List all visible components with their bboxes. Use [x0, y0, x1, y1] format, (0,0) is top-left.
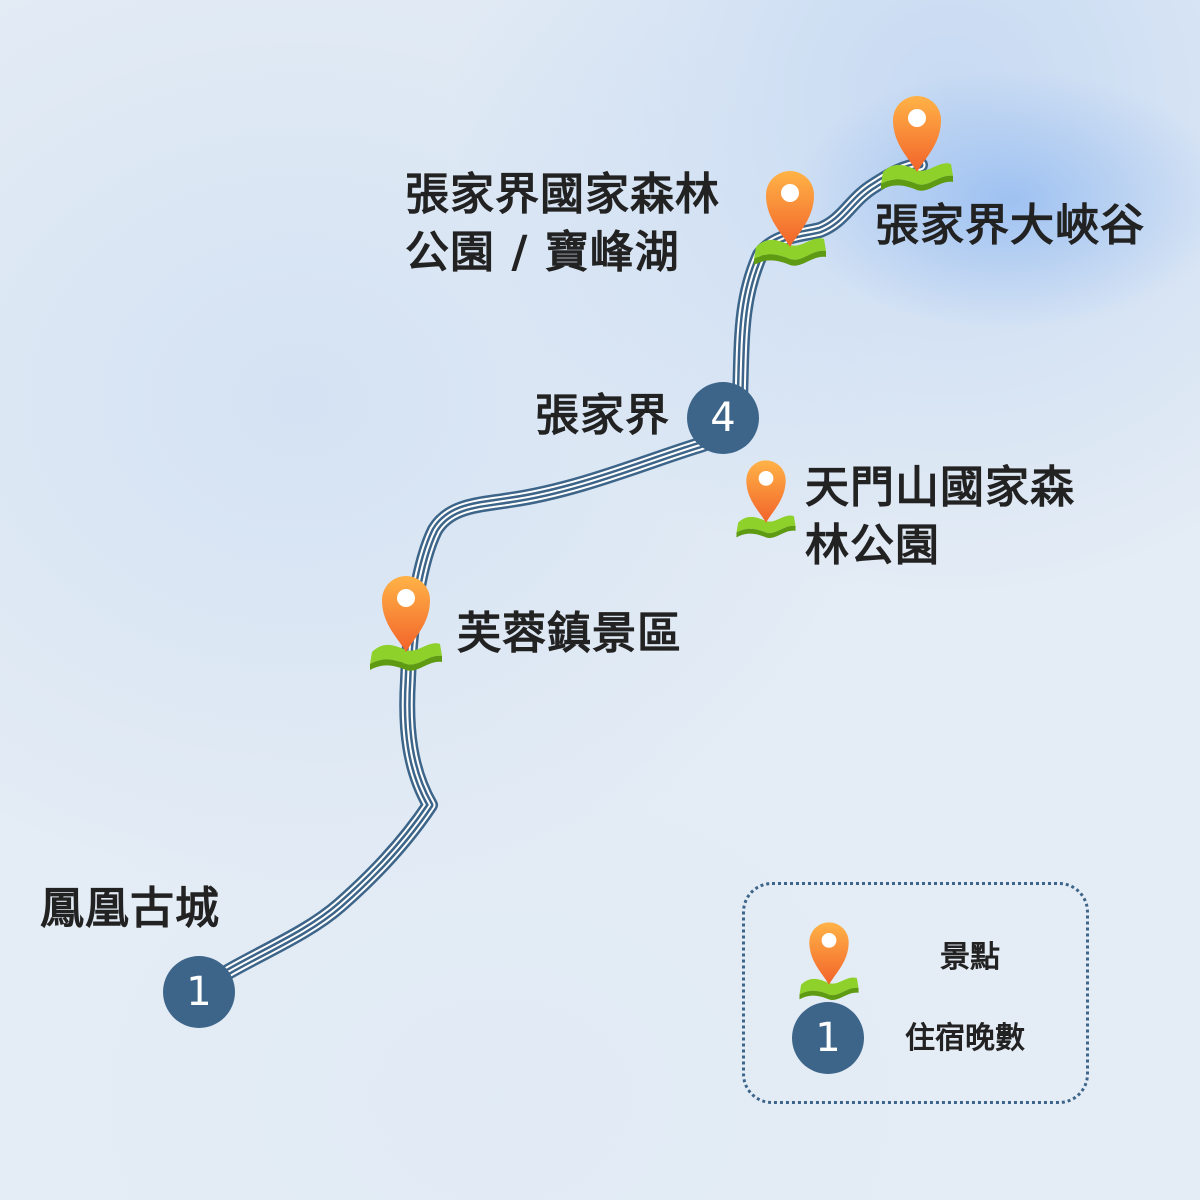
pin-icon-zjj-canyon[interactable]: [881, 96, 953, 191]
legend-nights-badge: 1: [792, 1002, 864, 1074]
stop-label-tianmen: 天門山國家森 林公園: [805, 459, 1075, 575]
stop-label-zjj-forest: 張家界國家森林 公園 / 寶峰湖: [405, 166, 720, 282]
legend-attraction-label: 景點: [940, 940, 1000, 975]
pin-icon-tianmen[interactable]: [736, 460, 796, 538]
stop-label-fenghuang: 鳳凰古城: [40, 883, 220, 934]
stop-label-line1: 天門山國家森: [805, 462, 1075, 513]
stop-label-furong: 芙蓉鎮景區: [457, 608, 682, 659]
stop-label-line1: 張家界國家森林: [405, 169, 720, 220]
pin-icon-furong[interactable]: [370, 576, 442, 671]
route-line: [200, 165, 920, 990]
stop-label-zjj-canyon: 張家界大峽谷: [875, 200, 1145, 251]
nights-badge-fenghuang: 1: [163, 956, 235, 1028]
stop-label-line2: 林公園: [805, 520, 940, 571]
stop-label-zhangjiajie: 張家界: [535, 390, 670, 441]
legend: [742, 882, 1089, 1104]
legend-nights-label: 住宿晚數: [905, 1021, 1025, 1056]
nights-badge-zhangjiajie: 4: [687, 382, 759, 454]
pin-icon-zjj-forest[interactable]: [754, 171, 826, 266]
stop-label-line2: 公園 / 寶峰湖: [405, 227, 680, 278]
